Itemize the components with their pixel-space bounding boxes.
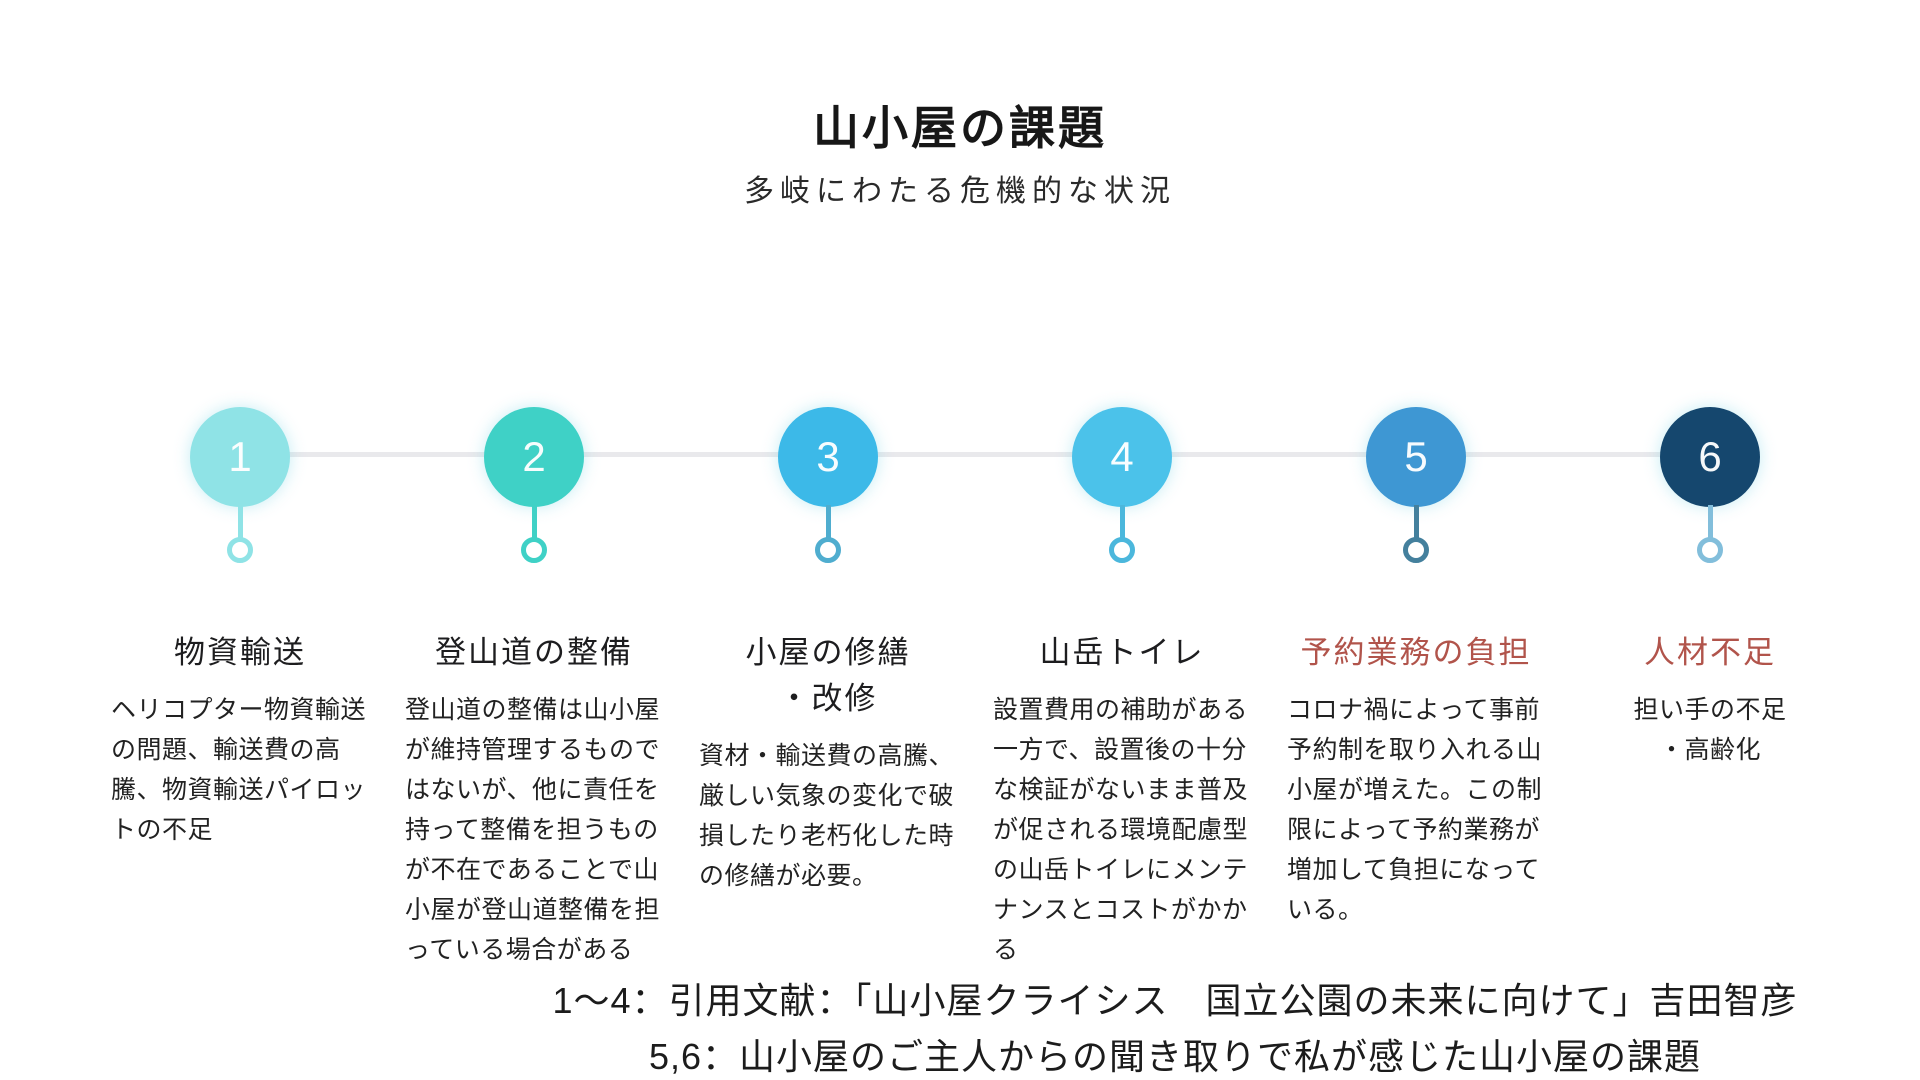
step-label-1: 物資輸送 ヘリコプター物資輸送 の問題、輸送費の高 騰、物資輸送パイロッ トの不…: [111, 630, 369, 850]
step-number-2: 2: [522, 433, 546, 480]
step-title-1: 物資輸送: [174, 635, 306, 670]
step-ring-icon-5: [1403, 537, 1429, 563]
step-label-4: 山岳トイレ 設置費用の補助がある 一方で、設置後の十分 な検証がないまま普及 が…: [993, 630, 1251, 970]
step-stem-5: [1413, 505, 1419, 538]
step-desc-4: 設置費用の補助がある 一方で、設置後の十分 な検証がないまま普及 が促される環境…: [993, 696, 1249, 964]
citation-footer: 1〜4：引用文献：「山小屋クライシス 国立公園の未来に向けて」吉田智彦 5,6：…: [430, 973, 1920, 1080]
step-circle-3: 3: [778, 407, 878, 507]
step-ring-icon-4: [1109, 537, 1135, 563]
step-stem-3: [825, 505, 831, 538]
step-stem-2: [531, 505, 537, 538]
step-desc-3: 資材・輸送費の高騰、 厳しい気象の変化で破 損したり老朽化した時 の修繕が必要。: [699, 742, 955, 890]
step-ring-icon-1: [227, 537, 253, 563]
step-label-5: 予約業務の負担 コロナ禍によって事前 予約制を取り入れる山 小屋が増えた。この制…: [1287, 630, 1545, 930]
citation-line-2: 5,6：山小屋のご主人からの聞き取りで私が感じた山小屋の課題: [648, 1036, 1702, 1077]
step-circle-1: 1: [190, 407, 290, 507]
step-ring-icon-2: [521, 537, 547, 563]
step-title-4: 山岳トイレ: [1039, 635, 1205, 670]
step-circle-2: 2: [484, 407, 584, 507]
page-title: 山小屋の課題: [813, 102, 1107, 154]
step-number-4: 4: [1110, 433, 1134, 480]
step-circle-5: 5: [1366, 407, 1466, 507]
step-desc-1: ヘリコプター物資輸送 の問題、輸送費の高 騰、物資輸送パイロッ トの不足: [111, 696, 367, 844]
page-subtitle: 多岐にわたる危機的な状況: [744, 175, 1176, 208]
step-circle-4: 4: [1072, 407, 1172, 507]
step-title-6: 人材不足: [1644, 635, 1776, 670]
step-number-1: 1: [228, 433, 252, 480]
step-title-3: 小屋の修繕 ・改修: [745, 635, 911, 716]
step-number-6: 6: [1698, 433, 1722, 480]
step-stem-1: [237, 505, 243, 538]
timeline-connector-line: [240, 452, 1710, 457]
step-ring-icon-3: [815, 537, 841, 563]
step-desc-2: 登山道の整備は山小屋 が維持管理するもので はないが、他に責任を 持って整備を担…: [405, 696, 661, 964]
step-circle-6: 6: [1660, 407, 1760, 507]
step-desc-6: 担い手の不足 ・高齢化: [1633, 696, 1787, 764]
step-label-6: 人材不足 担い手の不足 ・高齢化: [1581, 630, 1839, 770]
citation-line-1: 1〜4：引用文献：「山小屋クライシス 国立公園の未来に向けて」吉田智彦: [552, 980, 1798, 1021]
step-desc-5: コロナ禍によって事前 予約制を取り入れる山 小屋が増えた。この制 限によって予約…: [1287, 696, 1543, 924]
header: 山小屋の課題 多岐にわたる危機的な状況: [0, 0, 1920, 212]
step-title-5: 予約業務の負担: [1300, 635, 1532, 670]
step-label-3: 小屋の修繕 ・改修 資材・輸送費の高騰、 厳しい気象の変化で破 損したり老朽化し…: [699, 630, 957, 896]
step-title-2: 登山道の整備: [435, 635, 633, 670]
step-stem-4: [1119, 505, 1125, 538]
step-ring-icon-6: [1697, 537, 1723, 563]
step-stem-6: [1707, 505, 1713, 538]
step-number-5: 5: [1404, 433, 1428, 480]
step-number-3: 3: [816, 433, 840, 480]
step-label-2: 登山道の整備 登山道の整備は山小屋 が維持管理するもので はないが、他に責任を …: [405, 630, 663, 970]
